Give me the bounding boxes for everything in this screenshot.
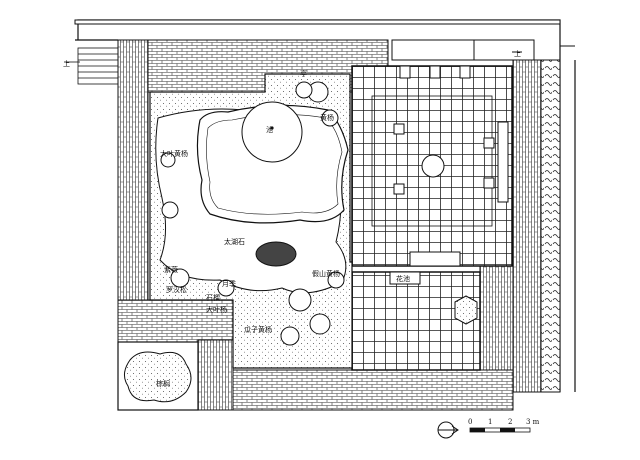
brick-paving <box>117 39 542 411</box>
shrub <box>295 81 313 99</box>
stool <box>483 177 495 189</box>
plant-label: 月季 <box>222 279 236 288</box>
shrub <box>161 201 179 219</box>
shrub <box>217 279 235 297</box>
lake-rock <box>255 241 297 267</box>
rock-label: 太湖石 <box>224 237 245 246</box>
pond-label: 池 <box>266 125 273 134</box>
plant-label: 大叶杨 <box>206 305 227 314</box>
planter <box>459 65 471 79</box>
stool <box>393 123 405 135</box>
step <box>409 251 461 267</box>
corner-garden <box>117 341 199 411</box>
rockery-garden <box>149 73 353 369</box>
plant-label: 瓜子黄杨 <box>244 325 272 334</box>
planter <box>399 65 411 79</box>
shrub <box>280 326 300 346</box>
left-side-mark: 上 <box>63 59 70 68</box>
plant-label: 罗汉松 <box>166 285 187 294</box>
north-arrow <box>437 421 459 439</box>
shrub <box>160 152 176 168</box>
scale-tick-1: 1 <box>488 418 492 426</box>
shrub <box>288 288 312 312</box>
stool <box>483 137 495 149</box>
plant-label: 石榴 <box>206 293 220 302</box>
shrub <box>170 268 190 288</box>
shrub <box>321 109 339 127</box>
stone-table <box>421 154 445 178</box>
pond-island <box>241 101 303 163</box>
plant-label: 黄杨 <box>320 113 334 122</box>
bench <box>497 121 509 203</box>
shrub <box>309 313 331 335</box>
flower-pool <box>454 295 478 325</box>
scale-bar <box>469 427 531 433</box>
courtyard-label: 花池 <box>396 274 410 283</box>
entry-stair <box>64 47 119 85</box>
planter <box>429 65 441 79</box>
right-step <box>512 45 575 53</box>
scale-tick-2: 2 <box>508 418 512 426</box>
rock-label: 假山黄杨 <box>312 269 340 278</box>
pavilion-label: 亭 <box>300 69 307 78</box>
shrub <box>327 271 345 289</box>
plant-label: 紫薇 <box>164 265 178 274</box>
right-side-mark: 上 <box>514 49 521 58</box>
hedge-strip <box>540 59 561 393</box>
scale-tick-0: 0 <box>468 418 472 426</box>
stool <box>393 183 405 195</box>
plant-label: 棕榈 <box>156 379 170 388</box>
main-courtyard <box>351 65 513 267</box>
plant-label: 大叶黄杨 <box>160 149 188 158</box>
scale-tick-3: 3 m <box>526 418 540 426</box>
lower-courtyard <box>351 271 481 371</box>
